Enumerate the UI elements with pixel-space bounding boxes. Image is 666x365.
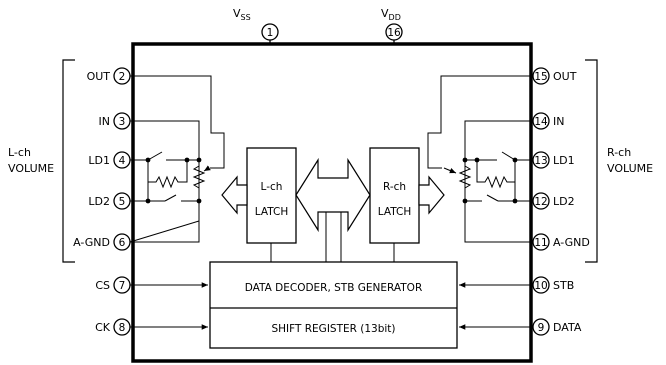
decoder-latch-links [270,212,395,262]
decoder-label: DATA DECODER, STB GENERATOR [245,282,423,294]
pin-10-number: 10 [534,280,547,292]
left-group-line1: L-ch [8,146,31,159]
left-latch-line1: L-ch [261,181,283,193]
vdd-label: VDD [381,7,401,22]
right-wiper-arrow [443,167,457,174]
pin-4-number: 4 [119,155,126,167]
left-latch-block [246,147,297,244]
right-junctions [462,157,518,204]
pin-4-name: LD1 [88,154,110,167]
pin-12-number: 12 [534,196,547,208]
pin-2-number: 2 [119,71,126,83]
pin-16-number: 16 [387,27,401,39]
pin-9-number: 9 [538,322,545,334]
pin-8-number: 8 [119,322,126,334]
decoder-register-block [209,261,458,349]
pin-9-name: DATA [553,321,582,334]
left-latch-line2: LATCH [255,206,288,218]
right-group-line2: VOLUME [607,162,653,175]
right-channel-network [427,75,533,243]
pin-12-name: LD2 [553,195,575,208]
right-latch-line1: R-ch [383,181,406,193]
pin-8-name: CK [95,321,111,334]
left-wiper-arrow [203,165,211,172]
pin-7-number: 7 [119,280,126,292]
pin-2-name: OUT [87,70,111,83]
pin-15-name: OUT [553,70,577,83]
chip-outline [131,42,533,363]
left-channel-network [129,75,225,243]
right-group-line1: R-ch [607,146,631,159]
pin-13-number: 13 [534,155,547,167]
left-latch-output-arrow [221,175,248,215]
pin-10-name: STB [553,279,574,292]
pin-5-number: 5 [119,196,126,208]
pin-11-name: A-GND [553,236,590,249]
right-pins: 15 OUT 14 IN 13 LD1 12 LD2 11 A-GND 10 S… [532,67,590,336]
left-pins: OUT 2 IN 3 LD1 4 LD2 5 A-GND 6 CS 7 CK 8 [73,67,131,336]
pin-11-number: 11 [534,237,547,249]
pin-5-name: LD2 [88,195,110,208]
right-latch-output-arrow [418,175,445,215]
pin-6-name: A-GND [73,236,110,249]
pin-14-number: 14 [534,116,548,128]
right-latch-line2: LATCH [378,206,411,218]
left-junctions [145,157,202,204]
pin-3-number: 3 [119,116,126,128]
pin-7-name: CS [95,279,110,292]
left-group-line2: VOLUME [8,162,54,175]
right-volume-bracket [585,59,598,263]
vss-label: VSS [233,7,251,22]
latch-data-bus-arrow [295,157,371,233]
shift-register-label: SHIFT REGISTER (13bit) [271,323,395,335]
right-latch-block [369,147,420,244]
pin-14-name: IN [553,115,564,128]
pin-1-number: 1 [267,27,274,39]
pin-13-name: LD1 [553,154,575,167]
pin-15-number: 15 [534,71,547,83]
pin-3-name: IN [99,115,110,128]
left-volume-bracket [62,59,75,263]
pin-6-number: 6 [119,237,126,249]
